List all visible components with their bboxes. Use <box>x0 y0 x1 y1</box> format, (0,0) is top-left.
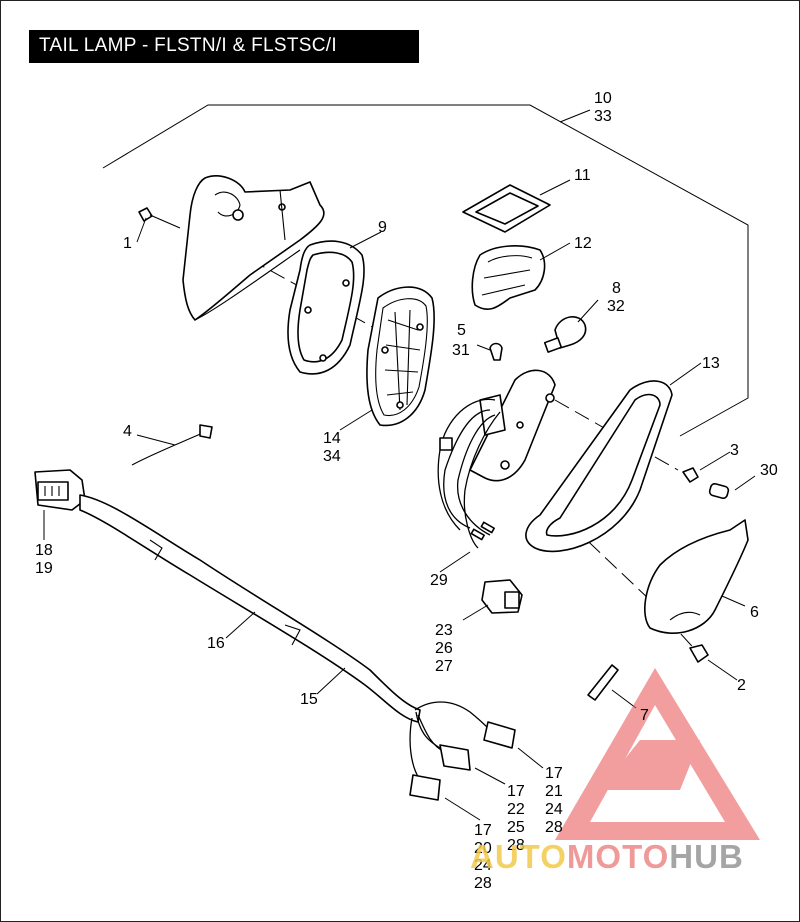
callout-8: 8 <box>612 280 621 297</box>
watermark-logo <box>555 668 760 840</box>
lens-gasket-part <box>462 184 551 233</box>
leader-lines <box>43 109 756 821</box>
callout-23: 23 <box>435 622 453 639</box>
callout-31: 31 <box>452 342 470 359</box>
callout-9: 9 <box>378 219 387 236</box>
callout-10: 10 <box>594 90 612 107</box>
socket-plate <box>469 369 556 482</box>
callout-18: 18 <box>35 542 53 559</box>
callout-24a: 24 <box>545 801 563 818</box>
callout-14: 14 <box>323 430 341 447</box>
callout-25: 25 <box>507 819 525 836</box>
callout-22: 22 <box>507 801 525 818</box>
callout-16: 16 <box>207 635 225 652</box>
lamp-wires <box>437 398 501 549</box>
tail-lamp-base <box>182 175 325 321</box>
callout-21: 21 <box>545 783 563 800</box>
reflector-part <box>471 245 546 310</box>
callout-12: 12 <box>574 235 592 252</box>
nut-part-2 <box>689 644 709 663</box>
gasket-part <box>287 240 365 375</box>
watermark-auto: AUTO <box>470 838 567 875</box>
callout-labels: 1 2 3 4 5 6 7 8 9 10 11 12 13 14 15 16 1… <box>35 90 778 892</box>
callout-17c: 17 <box>474 822 492 839</box>
watermark-moto: MOTO <box>566 838 670 875</box>
callout-6: 6 <box>750 604 759 621</box>
callout-13: 13 <box>702 355 720 372</box>
callout-7: 7 <box>640 707 649 724</box>
callout-26: 26 <box>435 640 453 657</box>
harness-connectors <box>409 721 516 801</box>
callout-19: 19 <box>35 560 53 577</box>
assembly-bracket <box>102 104 749 437</box>
callout-1: 1 <box>123 235 132 252</box>
callout-24b: 24 <box>474 857 492 874</box>
title-bar: TAIL LAMP - FLSTN/I & FLSTSC/I <box>29 30 419 63</box>
callout-28b: 28 <box>507 837 525 854</box>
watermark-text: AUTOMOTOHUB <box>470 838 744 876</box>
callout-17a: 17 <box>545 765 563 782</box>
callout-4: 4 <box>123 423 132 440</box>
diagram-title: TAIL LAMP - FLSTN/I & FLSTSC/I <box>39 35 337 56</box>
callout-33: 33 <box>594 108 612 125</box>
callout-28c: 28 <box>474 875 492 892</box>
callout-3: 3 <box>730 442 739 459</box>
bulb-part <box>543 316 587 353</box>
lens-part <box>366 286 435 427</box>
clip-part <box>587 664 619 701</box>
callout-32: 32 <box>607 298 625 315</box>
callout-11: 11 <box>574 167 591 184</box>
callout-28a: 28 <box>545 819 563 836</box>
harness-branches <box>409 701 491 781</box>
cover-part <box>644 519 749 634</box>
main-connector-part <box>34 469 86 511</box>
callout-30: 30 <box>760 462 778 479</box>
callout-17b: 17 <box>507 783 525 800</box>
plug-part <box>481 579 523 614</box>
callout-34: 34 <box>323 448 341 465</box>
callout-2: 2 <box>737 677 746 694</box>
callout-20: 20 <box>474 840 492 857</box>
wiring-harness <box>79 494 421 723</box>
nut-part <box>682 467 699 483</box>
watermark-hub: HUB <box>669 838 744 875</box>
callout-5: 5 <box>457 322 466 339</box>
small-bulb-part <box>489 342 503 361</box>
screw-part <box>138 207 181 229</box>
cable-strap-part <box>131 424 213 466</box>
cap-part <box>708 482 730 500</box>
callout-29: 29 <box>430 572 448 589</box>
callout-15: 15 <box>300 691 318 708</box>
lamp-ring-part <box>525 380 673 553</box>
callout-27: 27 <box>435 658 453 675</box>
